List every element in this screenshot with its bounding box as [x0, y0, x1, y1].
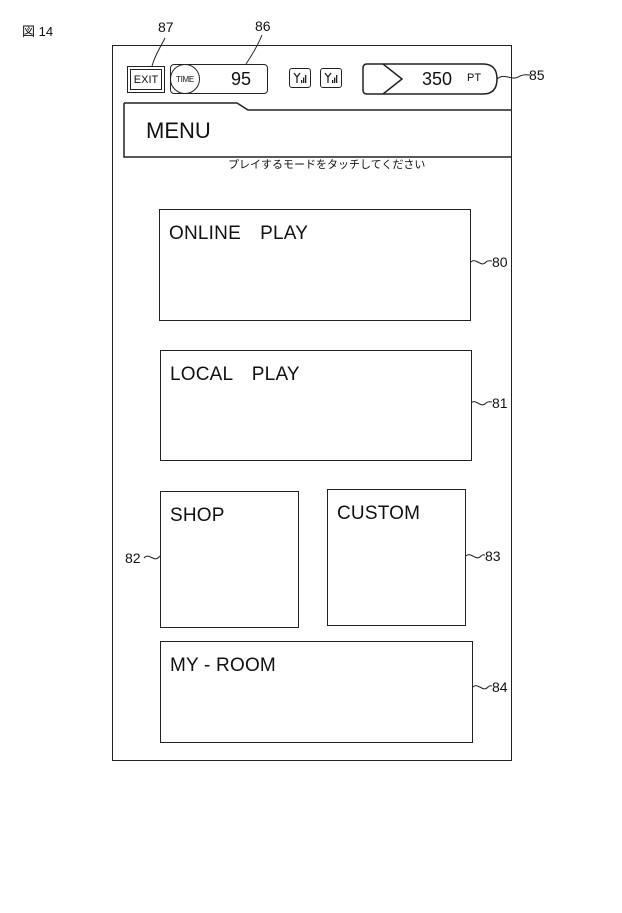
antenna-signal-icon — [289, 68, 311, 88]
online-play-label: ONLINE PLAY — [169, 224, 308, 243]
ref-numeral-80: 80 — [492, 255, 508, 269]
antenna-signal-icon — [320, 68, 342, 88]
figure-label: 図 14 — [22, 25, 53, 38]
exit-button[interactable]: EXIT — [127, 66, 165, 93]
time-badge: TIME — [170, 64, 200, 94]
timer-display: TIME 95 — [170, 64, 268, 94]
ref-numeral-86: 86 — [255, 19, 271, 33]
custom-button[interactable]: CUSTOM — [327, 489, 466, 626]
instruction-text: プレイするモードをタッチしてください — [228, 160, 425, 171]
points-display: 350 PT — [363, 63, 497, 93]
ref-numeral-82: 82 — [125, 551, 141, 565]
custom-label: CUSTOM — [337, 504, 420, 523]
my-room-button[interactable]: MY - ROOM — [160, 641, 473, 743]
shop-label: SHOP — [170, 506, 225, 525]
local-play-button[interactable]: LOCAL PLAY — [160, 350, 472, 461]
online-play-button[interactable]: ONLINE PLAY — [159, 209, 471, 321]
ref-numeral-83: 83 — [485, 549, 501, 563]
local-play-label: LOCAL PLAY — [170, 365, 300, 384]
ref-numeral-84: 84 — [492, 680, 508, 694]
points-value: 350 — [422, 70, 452, 88]
time-value: 95 — [231, 70, 251, 88]
my-room-label: MY - ROOM — [170, 656, 276, 675]
exit-label: EXIT — [130, 69, 162, 90]
ref-numeral-85: 85 — [529, 68, 545, 82]
menu-title: MENU — [146, 120, 211, 142]
shop-button[interactable]: SHOP — [160, 491, 299, 628]
ref-numeral-87: 87 — [158, 20, 174, 34]
points-unit: PT — [467, 73, 481, 84]
ref-numeral-81: 81 — [492, 396, 508, 410]
